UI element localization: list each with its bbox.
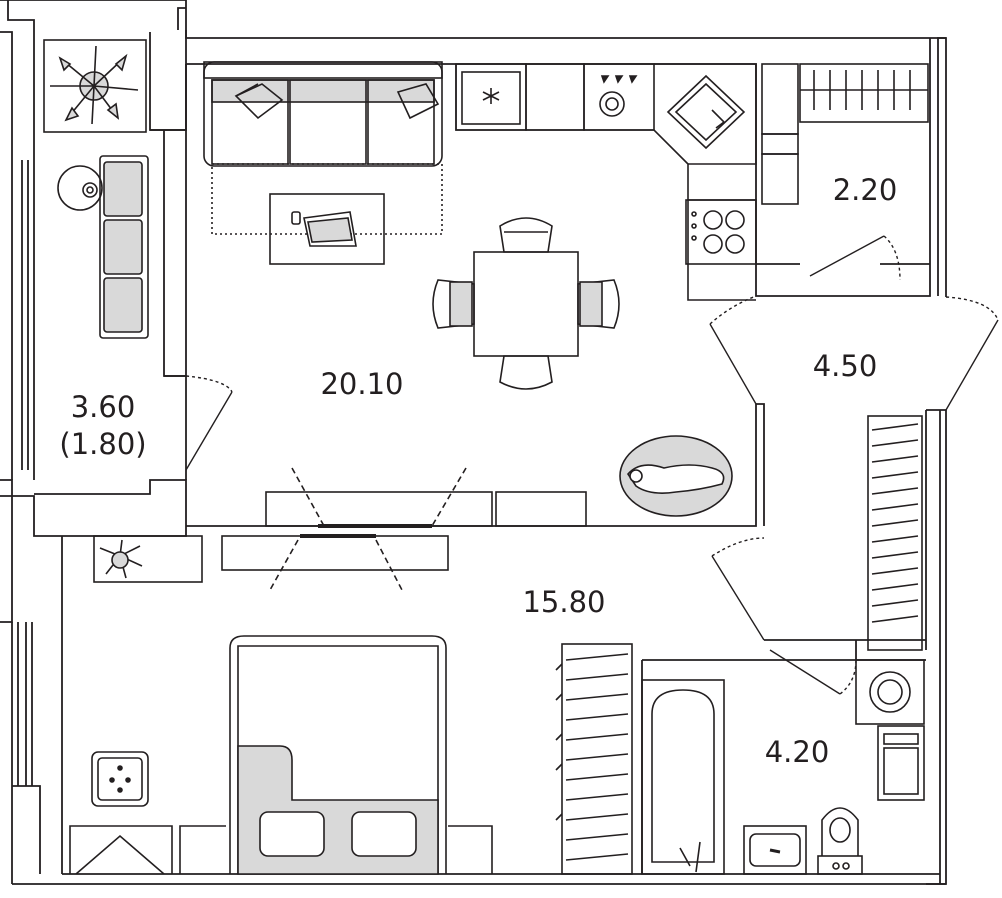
bed-icon (229, 635, 447, 875)
kitchen-sink-icon (666, 74, 746, 150)
hall-area-label: 4.50 (812, 349, 878, 383)
living-kitchen-area-label: 20.10 (320, 367, 404, 401)
toilet-icon (817, 807, 863, 875)
plant-small-icon (93, 535, 203, 583)
bedroom-area-label: 15.80 (522, 585, 606, 619)
bedroom-wardrobe (555, 643, 633, 875)
tv-stand-icon (265, 467, 587, 528)
cooktop-icon (685, 199, 757, 265)
balcony-area-reduced-label: (1.80) (59, 427, 147, 461)
balcony-bench (99, 155, 149, 339)
storage-area-label: 2.20 (832, 173, 898, 207)
floor-lamp-icon (57, 165, 103, 211)
laptop-icon (269, 193, 385, 265)
washbasin-icon (743, 825, 807, 875)
dining-table-icon (432, 217, 620, 390)
bathtub-icon (641, 679, 725, 875)
plant-icon (43, 39, 147, 133)
bathroom-area-label: 4.20 (764, 735, 830, 769)
boiler-cabinet (877, 725, 925, 801)
fridge-icon (461, 71, 521, 125)
doors (185, 235, 999, 695)
desk (69, 825, 493, 875)
pet-bed-icon (619, 435, 733, 517)
wardrobe-icon (867, 415, 923, 651)
balcony-area-label: 3.60 (70, 390, 136, 424)
stove-knobs-icon (599, 75, 638, 117)
storage-rack (761, 63, 929, 205)
safe-icon (91, 751, 149, 807)
tv-stand-bedroom (221, 534, 449, 591)
washing-machine-icon (855, 659, 925, 725)
sofa-icon (203, 61, 443, 167)
outer-walls (0, 0, 947, 885)
